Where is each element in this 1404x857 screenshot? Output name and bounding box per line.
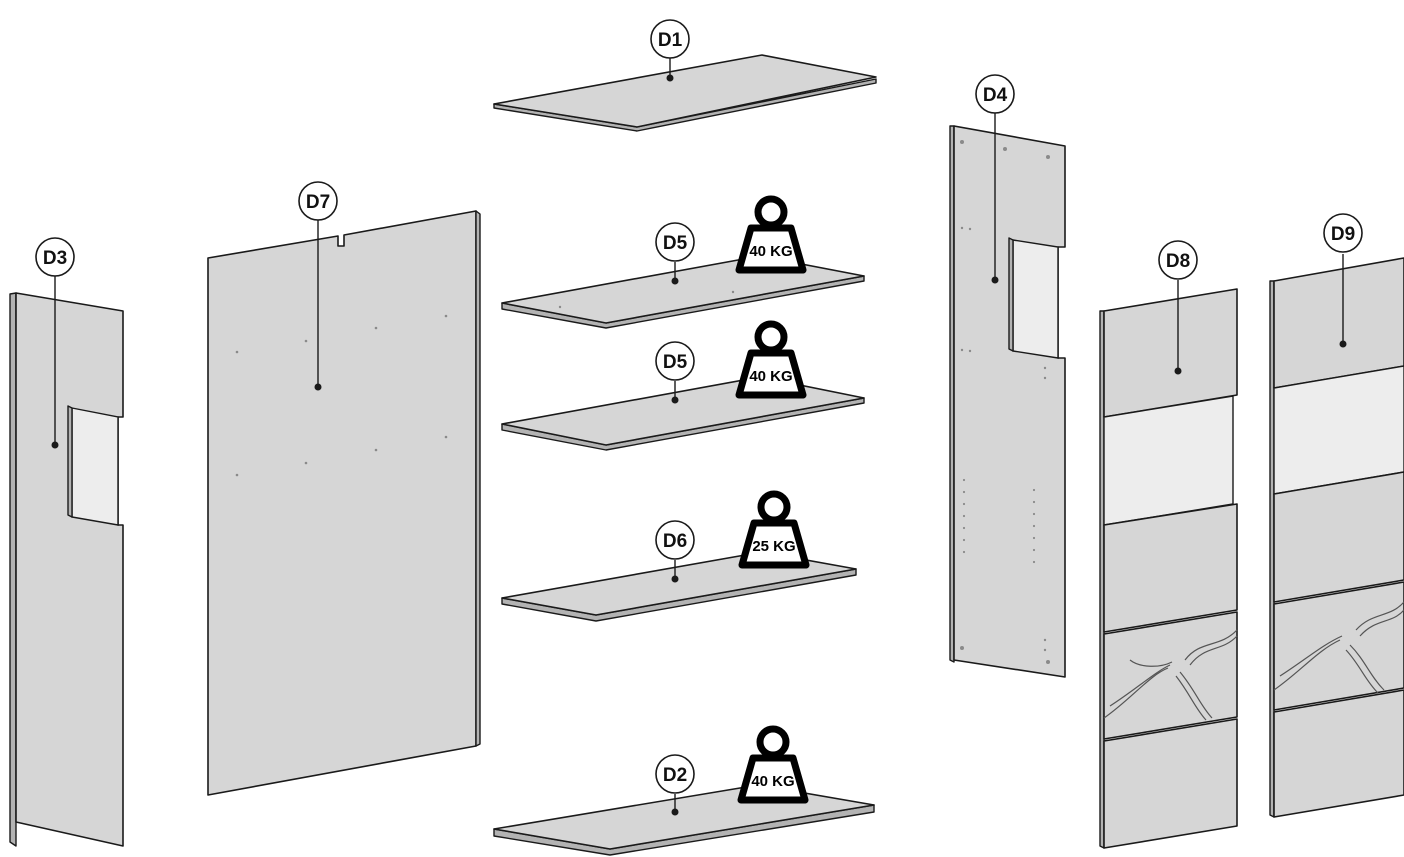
callout-d8: D8	[1158, 240, 1198, 280]
svg-text:D8: D8	[1166, 251, 1190, 272]
part-d4	[949, 113, 1066, 678]
callout-d5-lower: D5	[655, 341, 695, 381]
svg-text:D7: D7	[306, 192, 330, 213]
load-label: 40 KG	[749, 368, 792, 385]
part-d5-upper	[501, 255, 865, 329]
weight-icon: 40 KG	[737, 725, 809, 804]
weight-icon: 40 KG	[735, 320, 807, 399]
weight-icon: 25 KG	[738, 490, 810, 569]
callout-d2: D2	[655, 754, 695, 794]
load-label: 40 KG	[751, 773, 794, 790]
callout-d4: D4	[975, 74, 1015, 114]
svg-text:D2: D2	[663, 765, 687, 786]
callout-d1: D1	[650, 19, 690, 59]
callout-d5-upper: D5	[655, 222, 695, 262]
svg-text:D5: D5	[663, 233, 688, 254]
part-d7	[207, 210, 481, 796]
part-d1	[493, 54, 877, 132]
callout-d3: D3	[35, 237, 75, 277]
callout-d6: D6	[655, 520, 695, 560]
part-d8	[1099, 280, 1238, 849]
svg-text:D3: D3	[43, 248, 67, 269]
weight-icon: 40 KG	[735, 195, 807, 274]
svg-text:D9: D9	[1331, 224, 1355, 245]
part-d3	[9, 276, 124, 847]
callout-d7: D7	[298, 181, 338, 221]
callout-d9: D9	[1323, 213, 1363, 253]
load-label: 40 KG	[749, 243, 792, 260]
part-d9	[1269, 254, 1404, 818]
svg-text:D6: D6	[663, 531, 687, 552]
load-label: 25 KG	[752, 538, 795, 555]
part-d2	[493, 784, 875, 856]
svg-text:D4: D4	[983, 85, 1008, 106]
part-d5-lower	[501, 376, 865, 451]
svg-text:D5: D5	[663, 352, 688, 373]
svg-text:D1: D1	[658, 30, 683, 51]
